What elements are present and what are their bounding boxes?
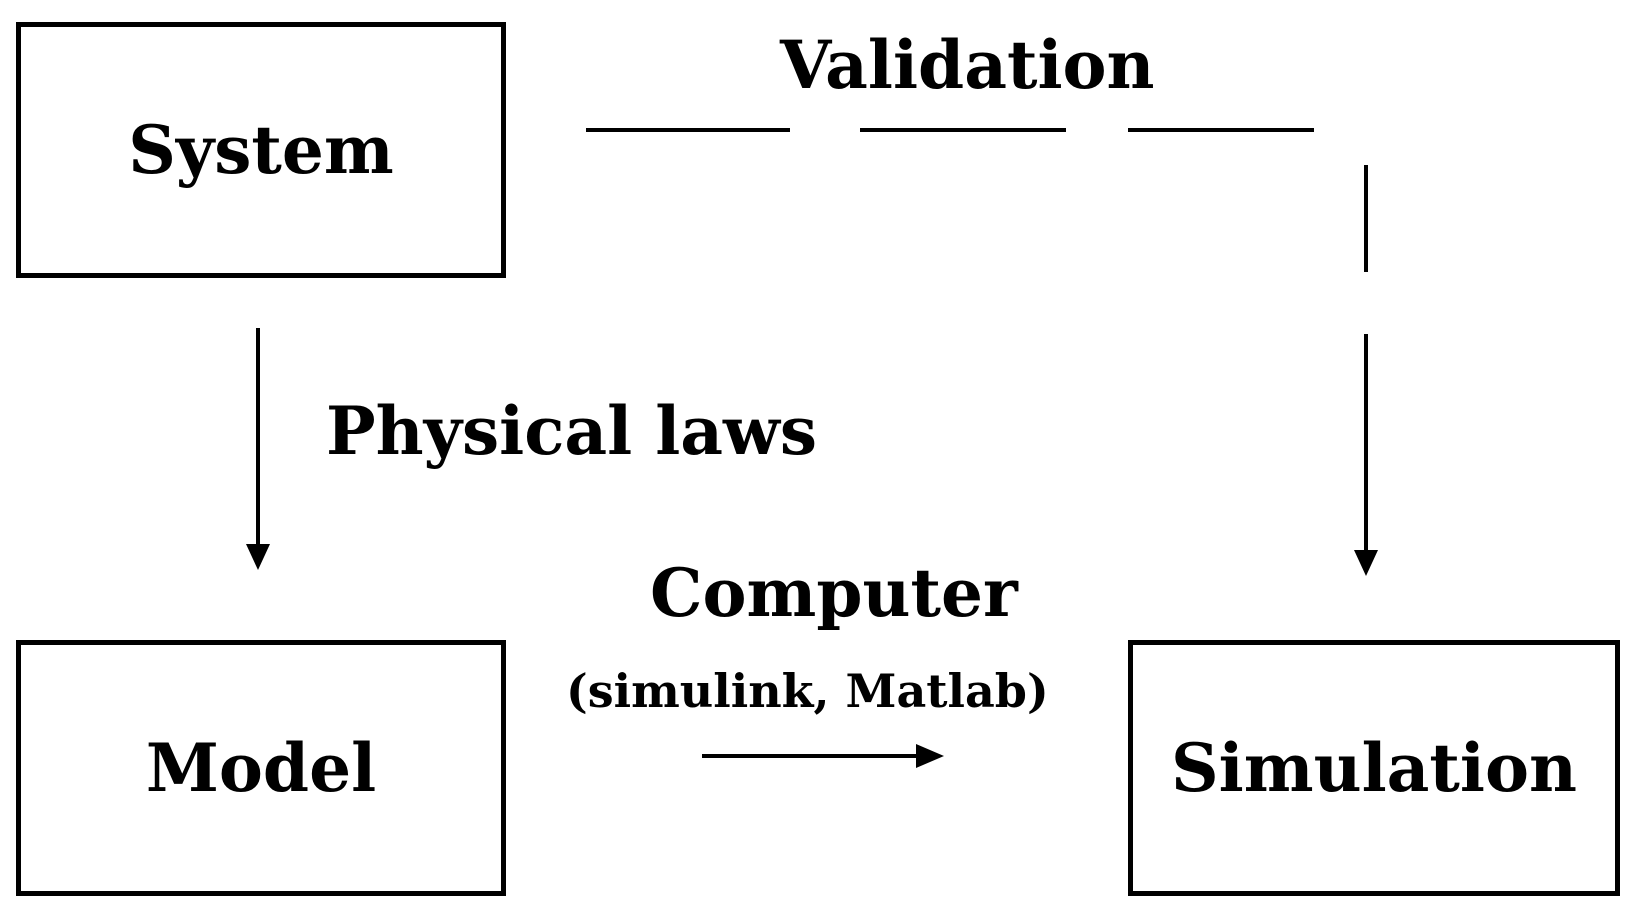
validation-edge-label: Validation [780,26,1155,104]
validation-dashed-connector [586,128,1368,556]
simulation-node-label: Simulation [1171,729,1577,807]
model-node: Model [16,640,506,896]
computer-arrowhead [916,744,944,768]
model-node-label: Model [145,729,377,807]
computer-edge-label: Computer [650,554,1018,632]
simulation-node: Simulation [1128,640,1620,896]
system-node-label: System [128,111,394,189]
validation-arrowhead [1354,550,1378,576]
computer-tools-label: (simulink, Matlab) [566,664,1049,718]
physical-laws-arrowhead [246,544,270,570]
system-node: System [16,22,506,278]
physical-laws-edge-label: Physical laws [326,392,818,470]
